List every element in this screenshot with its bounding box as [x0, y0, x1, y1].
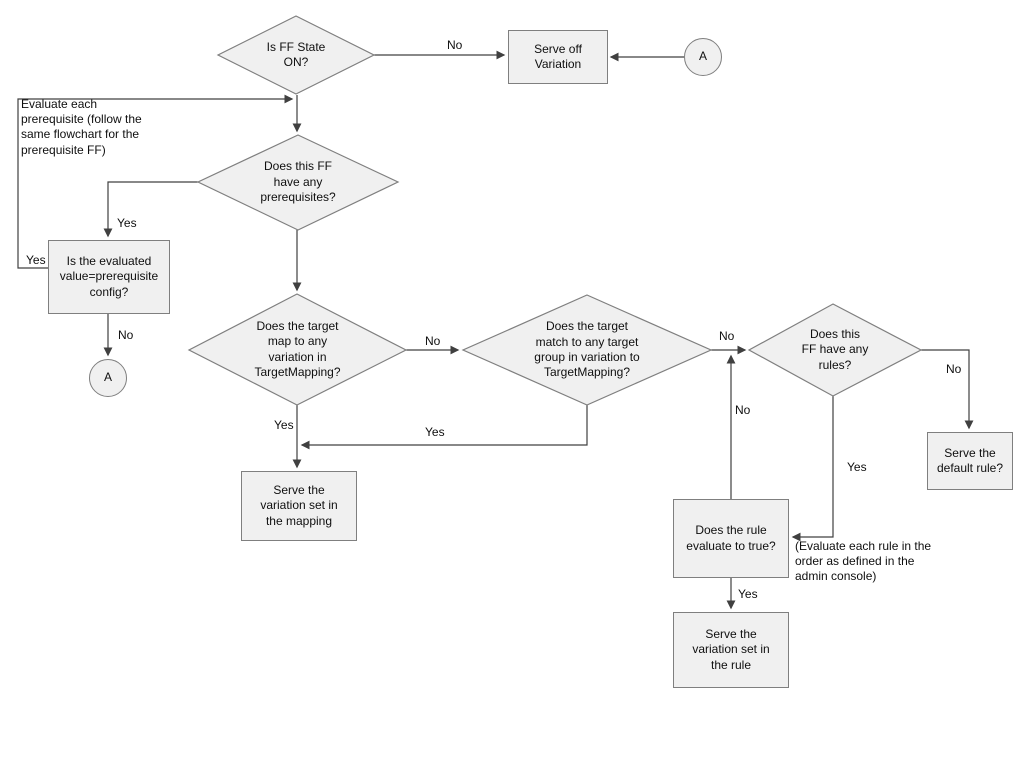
decision-rules-shape	[747, 303, 923, 397]
decision-ff-state-label: Is FF State ON?	[266, 39, 326, 69]
connector-a-left-label: A	[103, 370, 112, 385]
edge-label-yes-has-prereqs: Yes	[115, 216, 139, 231]
edge-rules-no	[921, 349, 974, 430]
node-serve-off-variation-label: Serve off Variation	[534, 41, 582, 71]
node-serve-rule: Serve the variation set in the rule	[673, 612, 789, 688]
decision-ff-state: Is FF State ON?	[218, 16, 374, 94]
edge-label-no-target-map: No	[423, 334, 443, 349]
decision-rules: Does this FF have any rules?	[749, 304, 921, 396]
decision-rules-label: Does this FF have any rules?	[801, 326, 869, 372]
decision-target-map: Does the target map to any variation in …	[189, 294, 406, 405]
edge-label-yes-prereq-loop: Yes	[24, 253, 48, 268]
edge-label-yes-rule-true: Yes	[736, 587, 760, 602]
decision-prerequisites-shape	[196, 134, 400, 231]
edge-label-yes-target-group: Yes	[423, 425, 447, 440]
decision-target-group: Does the target match to any target grou…	[463, 295, 711, 405]
edge-label-no-target-group: No	[717, 329, 737, 344]
node-prereq-config: Is the evaluated value=prerequisite conf…	[48, 240, 170, 314]
decision-target-map-label: Does the target map to any variation in …	[254, 318, 341, 379]
decision-prerequisites: Does this FF have any prerequisites?	[198, 135, 398, 230]
edge-prereq-yes-loop	[17, 94, 294, 269]
connector-a-top-label: A	[698, 49, 707, 64]
connector-a-top: A	[684, 38, 722, 76]
connector-a-left: A	[89, 359, 127, 397]
edge-label-no-rules: No	[944, 362, 964, 377]
decision-ff-state-shape	[216, 15, 376, 95]
node-default-rule-label: Serve the default rule?	[936, 445, 1004, 475]
edge-label-no-rule-loop: No	[733, 403, 753, 418]
edge-label-no-ff-off: No	[445, 38, 465, 53]
node-serve-mapping: Serve the variation set in the mapping	[241, 471, 357, 541]
node-rule-evaluate: Does the rule evaluate to true?	[673, 499, 789, 578]
edge-label-no-prereq-config: No	[116, 328, 136, 343]
annotation-rule-order-note: (Evaluate each rule in the order as defi…	[795, 539, 932, 584]
decision-target-group-shape	[461, 294, 713, 406]
node-serve-rule-label: Serve the variation set in the rule	[692, 626, 770, 672]
edge-prereqs-yes	[103, 181, 198, 238]
edge-label-yes-target-map: Yes	[272, 418, 296, 433]
decision-prerequisites-label: Does this FF have any prerequisites?	[260, 159, 336, 205]
node-default-rule: Serve the default rule?	[927, 432, 1013, 490]
edge-targetgroup-yes	[300, 405, 588, 450]
node-rule-evaluate-label: Does the rule evaluate to true?	[686, 523, 776, 553]
node-prereq-config-label: Is the evaluated value=prerequisite conf…	[59, 253, 159, 299]
decision-target-map-shape	[187, 293, 408, 406]
node-serve-off-variation: Serve off Variation	[508, 30, 608, 84]
edge-label-yes-rules: Yes	[845, 460, 869, 475]
node-serve-mapping-label: Serve the variation set in the mapping	[260, 482, 338, 528]
edge-rules-yes	[791, 396, 834, 542]
annotation-prereq-note: Evaluate each prerequisite (follow the s…	[21, 97, 142, 157]
decision-target-group-label: Does the target match to any target grou…	[534, 319, 640, 380]
